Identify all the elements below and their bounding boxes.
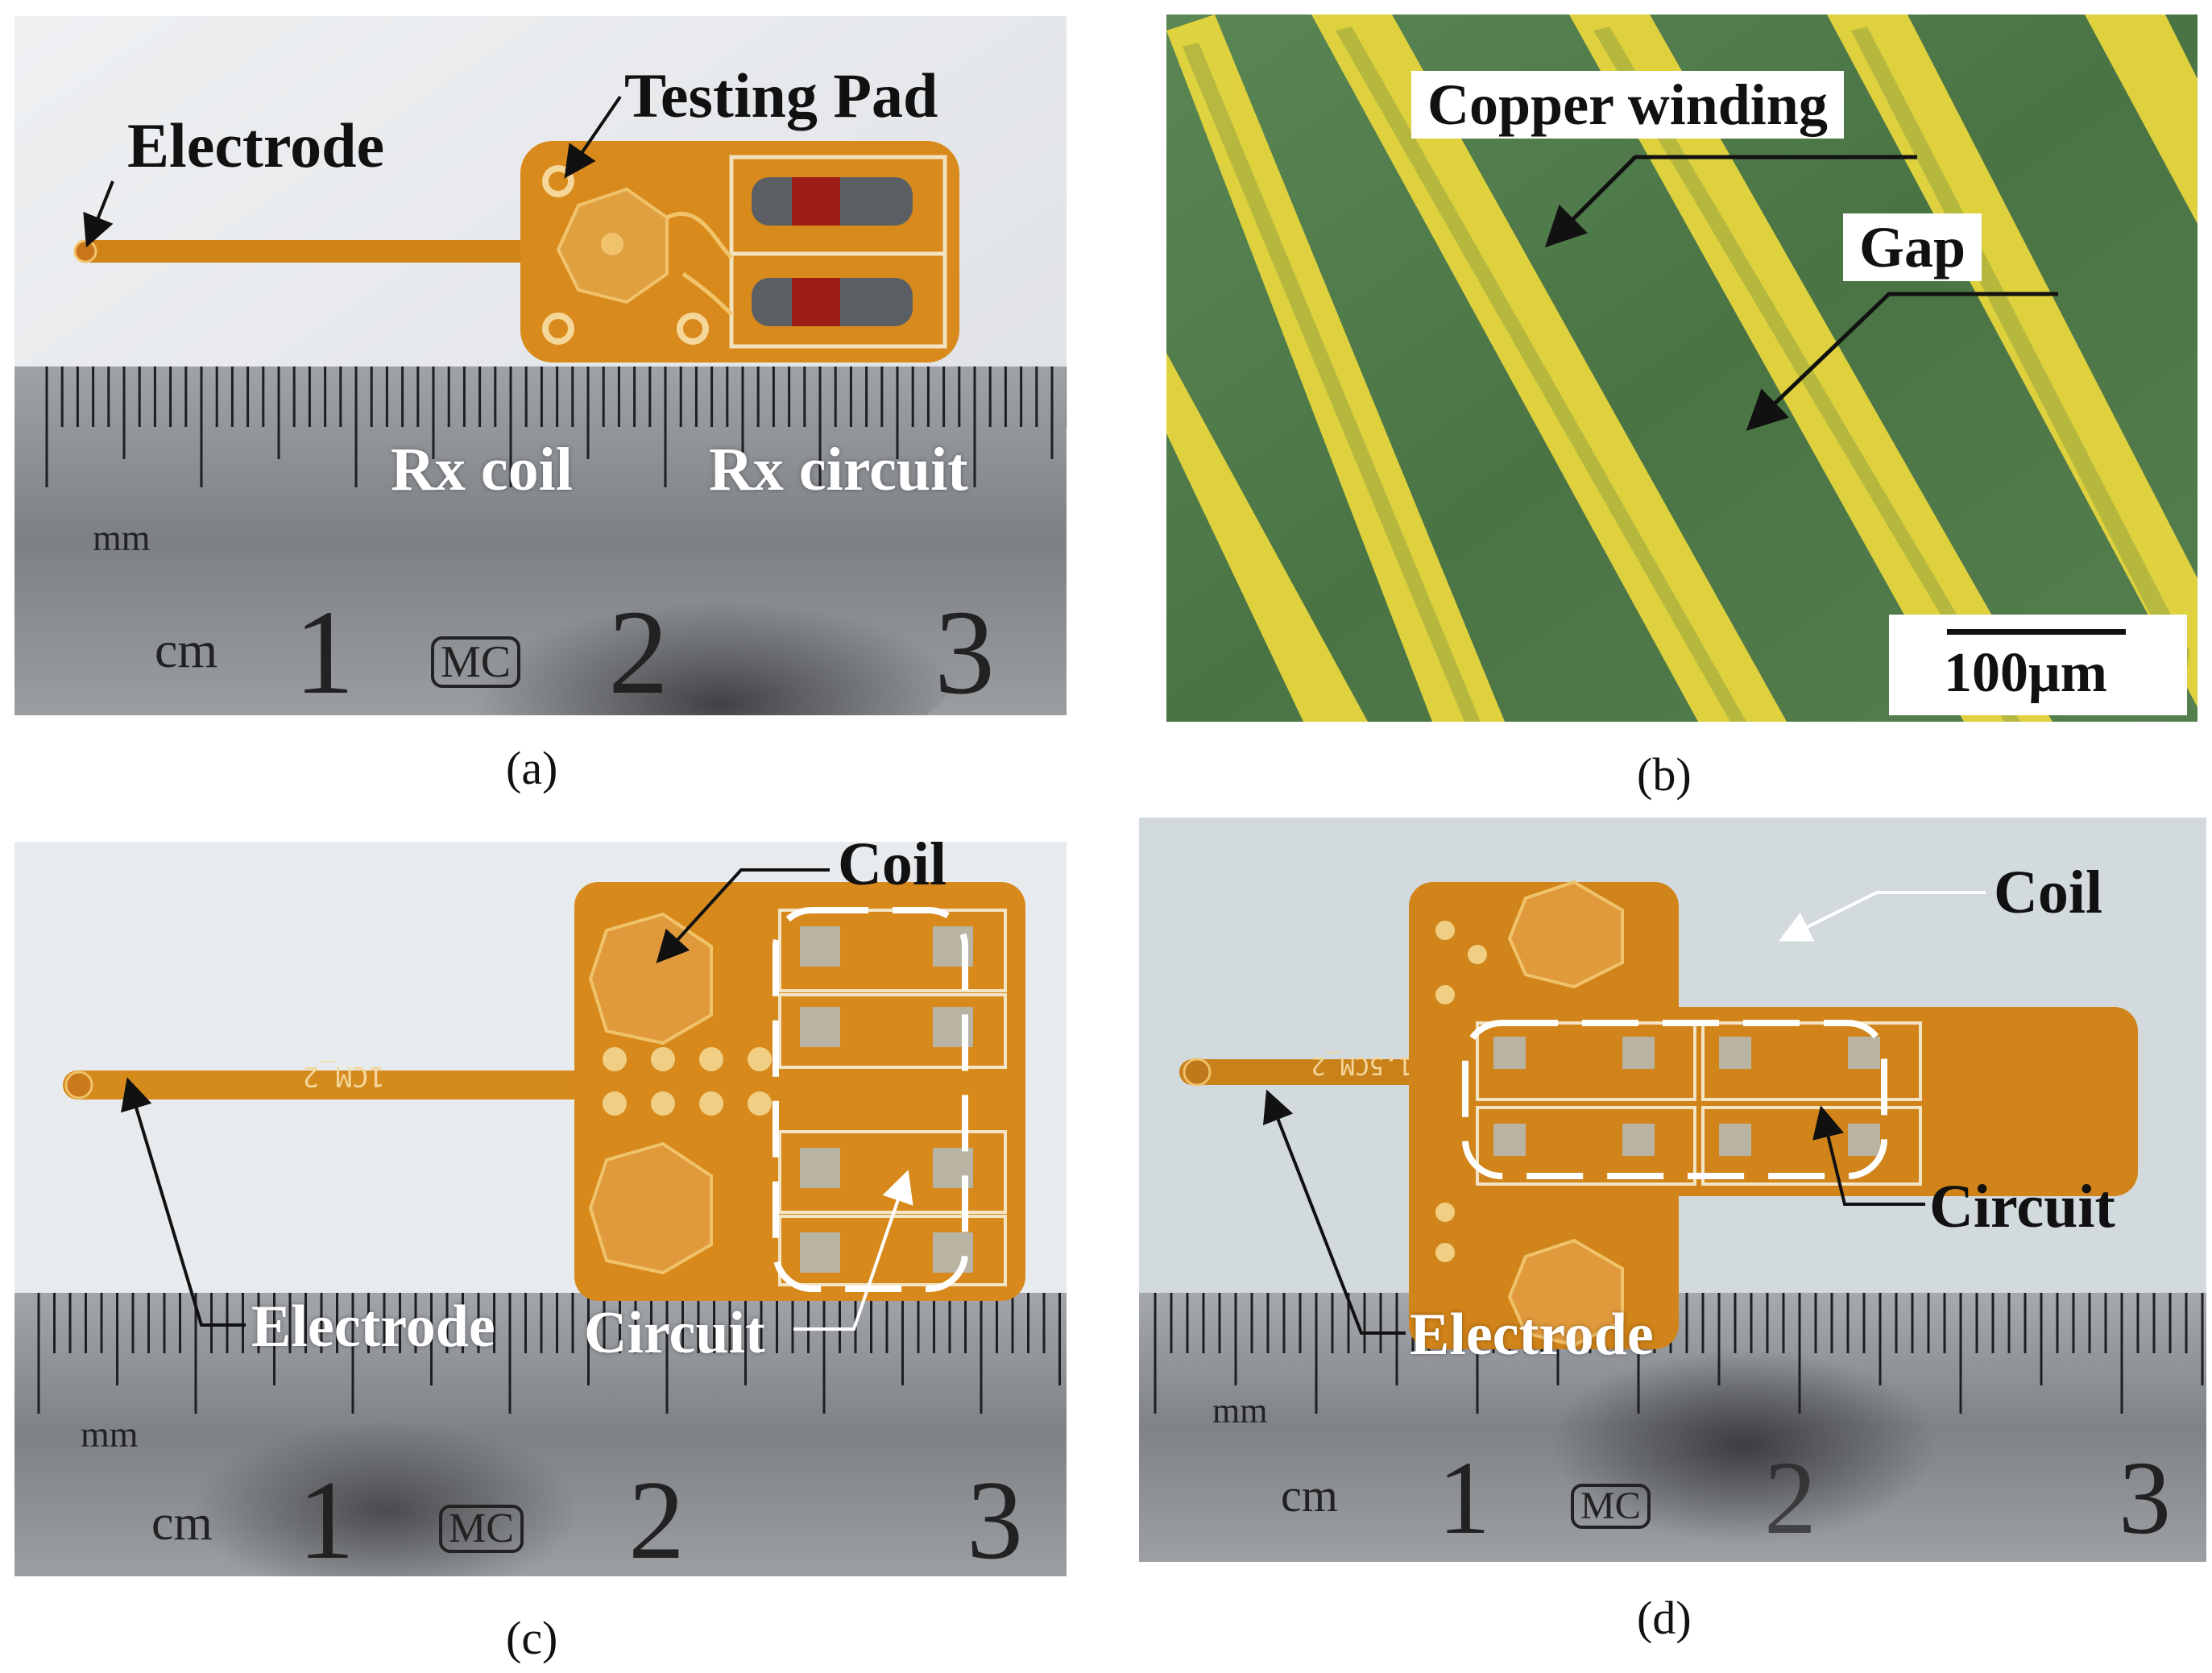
- ruler-unit-mm-d: mm: [1212, 1391, 1268, 1431]
- label-circuit-c: Circuit: [584, 1300, 765, 1366]
- ruler-number-2-a: 2: [608, 586, 669, 719]
- panel-a-photo: [14, 16, 1067, 715]
- ruler-unit-cm-a: cm: [155, 621, 218, 678]
- caption-a: (a): [506, 742, 558, 794]
- coil-pad-bottom: [1507, 1238, 1624, 1348]
- board-text: 1.5CM_2: [1311, 1051, 1413, 1079]
- panel-c-photo: 1CM_2: [14, 842, 1067, 1576]
- ruler-number-3-d: 3: [2119, 1440, 2171, 1556]
- ruler-unit-cm-c: cm: [151, 1496, 213, 1551]
- caption-c: (c): [506, 1612, 558, 1664]
- ruler-number-1-a: 1: [294, 586, 354, 719]
- ruler-number-3-a: 3: [934, 586, 995, 719]
- pcb-body-horizontal: [1409, 1007, 2138, 1196]
- board-text: 1CM_2: [303, 1060, 385, 1092]
- electrode-tip: [1183, 1058, 1212, 1087]
- label-testing-pad: Testing Pad: [624, 60, 938, 130]
- ruler-unit-mm-a: mm: [93, 517, 151, 558]
- electrode-stick: [1179, 1059, 1453, 1085]
- caption-b: (b): [1637, 748, 1692, 801]
- coil-pad-bottom: [588, 1141, 713, 1275]
- label-electrode-d: Electrode: [1410, 1302, 1654, 1368]
- label-gap: Gap: [1843, 213, 1982, 281]
- label-electrode-c: Electrode: [251, 1294, 495, 1360]
- label-coil-c: Coil: [838, 830, 947, 898]
- label-copper-winding: Copper winding: [1411, 71, 1844, 139]
- coil-pad-top: [588, 912, 713, 1046]
- ruler-number-2-d: 2: [1764, 1440, 1816, 1556]
- electrode-tip: [73, 239, 97, 263]
- panel-c-illustration: 1CM_2: [14, 842, 1067, 1576]
- ruler-number-1-d: 1: [1438, 1440, 1490, 1556]
- caption-d: (d): [1637, 1592, 1692, 1644]
- coil-pad-top: [1507, 880, 1624, 989]
- scale-bar-text: 100μm: [1944, 642, 2107, 704]
- electrode-stick: [79, 240, 530, 263]
- electrode-tip: [64, 1070, 93, 1099]
- ruler-unit-cm-d: cm: [1281, 1469, 1338, 1522]
- ruler-brand-c: MC: [439, 1505, 524, 1553]
- ruler-number-2-c: 2: [628, 1458, 685, 1583]
- ruler-number-3-c: 3: [967, 1458, 1023, 1583]
- ruler-brand-d: MC: [1571, 1484, 1651, 1529]
- scale-bar-label: 100μm: [1889, 615, 2187, 715]
- ruler-brand-a: MC: [431, 636, 521, 688]
- label-rx-coil: Rx coil: [391, 436, 573, 503]
- ruler-unit-mm-c: mm: [81, 1414, 139, 1455]
- ruler-ticks: [45, 366, 1067, 487]
- label-electrode-a: Electrode: [127, 110, 385, 180]
- panel-a-illustration: [14, 16, 1067, 715]
- scale-bar-line: [1947, 629, 2126, 635]
- ruler-number-1-c: 1: [298, 1458, 354, 1583]
- label-circuit-d: Circuit: [1929, 1173, 2115, 1240]
- label-rx-circuit: Rx circuit: [709, 436, 968, 503]
- circuit-dashed-box: [1462, 1020, 1887, 1179]
- label-coil-d: Coil: [1994, 859, 2103, 926]
